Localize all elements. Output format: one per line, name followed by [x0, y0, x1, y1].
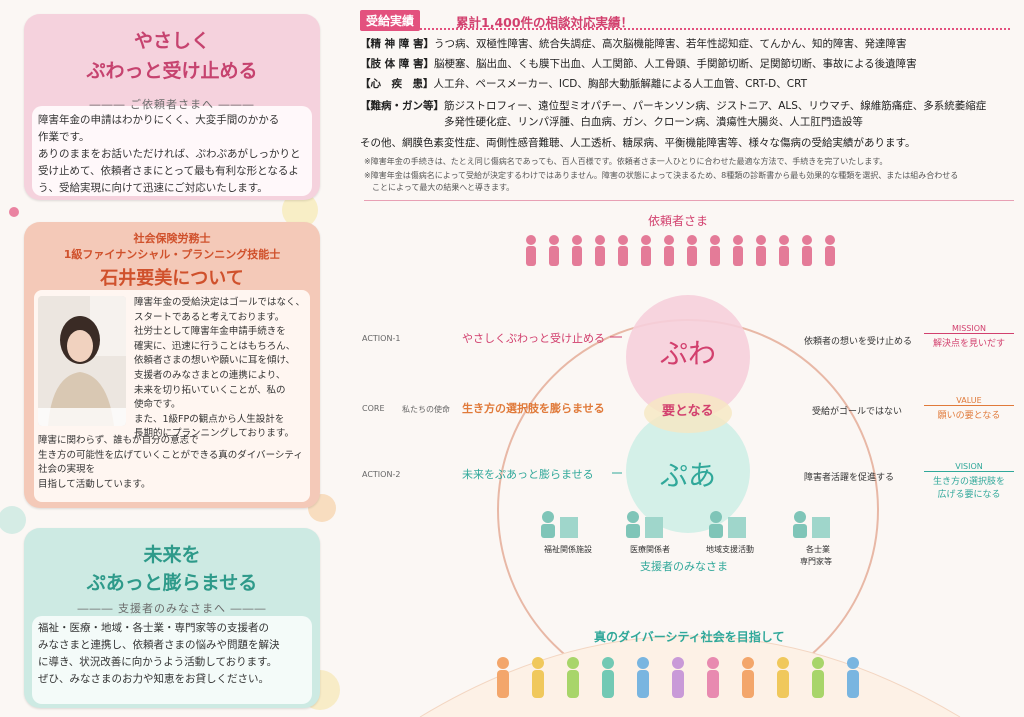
- profile-text: 障害年金の受給決定はゴールではなく、 スタートであると考えております。 社労士と…: [134, 297, 306, 440]
- category-heart: 【心 疾 患】人工弁、ペースメーカー、ICD、胸部大動脈解離による人工血管、CR…: [360, 78, 808, 90]
- other-conditions: その他、網膜色素変性症、両側性感音難聴、人工透析、糖尿病、平衡機能障害等、様々な…: [360, 137, 916, 149]
- category-intractable: 【難病・ガン等】筋ジストロフィー、遠位型ミオパチー、パーキンソン病、ジストニア、…: [360, 100, 987, 112]
- category-intractable-cont: 多発性硬化症、リンパ浮腫、白血病、ガン、クローン病、潰瘍性大腸炎、人工肛門造設等: [444, 116, 863, 128]
- card-title-line2: ぷわっと受け止める: [86, 60, 258, 82]
- profile-role2: 1級ファイナンシャル・プランニング技能士: [63, 248, 281, 261]
- card-for-supporters: 未来を ぷあっと膨らませる ――― 支援者のみなさまへ ――― 福祉・医療・地域…: [24, 528, 320, 708]
- core-tag: CORE: [362, 404, 385, 413]
- note-2: ※障害年金は傷病名によって受給が決定するわけではありません。障害の状態によって決…: [364, 171, 959, 180]
- achievements-lead: 累計1,400件の相談対応実績！: [456, 15, 634, 30]
- supporter-welfare: 福祉関係施設: [544, 545, 592, 554]
- action2-text: 未来をぷあっと膨らませる: [462, 468, 594, 481]
- core-small: 私たちの使命: [402, 405, 450, 414]
- card-title-line2: ぷあっと膨らませる: [86, 572, 258, 594]
- diversity-goal: 真のダイバーシティ社会を目指して: [594, 630, 785, 644]
- profile-photo: [38, 296, 126, 426]
- action1-text: やさしくぷわっと受け止める: [462, 332, 605, 345]
- puwa-label: ぷわ: [660, 337, 717, 370]
- profile-role: 社会保険労務士: [133, 232, 211, 245]
- concept-diagram: [419, 235, 961, 717]
- supporter-medical: 医療関係者: [630, 545, 670, 554]
- action1-tag: ACTION-1: [362, 334, 401, 343]
- value-box: VALUE 願いの要となる: [924, 396, 1014, 421]
- card-title-line1: 未来を: [143, 544, 201, 566]
- vision-box: VISION 生き方の選択肢を 広げる要になる: [924, 462, 1014, 500]
- card-subtitle: ――― 支援者のみなさまへ ―――: [77, 602, 267, 615]
- kaname-label: 要となる: [662, 404, 714, 419]
- supporter-professionals: 各士業: [806, 545, 830, 554]
- card-subtitle: ――― ご依頼者さまへ ―――: [89, 98, 255, 111]
- card-profile: 社会保険労務士 1級ファイナンシャル・プランニング技能士 石井要美について 障害…: [24, 222, 320, 508]
- right-text-2: 受給がゴールではない: [812, 407, 903, 417]
- right-text-1: 依頼者の想いを受け止める: [804, 337, 913, 347]
- card-body-text: 障害年金の申請はわかりにくく、大変手間のかかる 作業です。 ありのままをお話いた…: [38, 114, 301, 194]
- right-text-3: 障害者活躍を促進する: [804, 473, 895, 483]
- clients-label: 依頼者さま: [648, 214, 709, 228]
- section-divider: [364, 200, 1014, 201]
- category-limb: 【肢 体 障 害】脳梗塞、脳出血、くも膜下出血、人工関節、人工骨頭、手関節切断、…: [360, 58, 917, 70]
- profile-text-bottom: 障害に関わらず、誰もが自分の意志で 生き方の可能性を広げていくことができる真のダ…: [38, 435, 303, 490]
- card-for-clients: やさしく ぷわっと受け止める ――― ご依頼者さまへ ――― 障害年金の申請はわ…: [24, 14, 320, 200]
- card-title-line1: やさしく: [133, 30, 210, 52]
- card-body-panel: [32, 106, 312, 196]
- achievements-badge: 受給実績: [360, 10, 421, 31]
- mission-box: MISSION 解決点を見いだす: [924, 324, 1014, 349]
- action2-tag: ACTION-2: [362, 470, 401, 479]
- profile-name: 石井要美について: [100, 268, 244, 289]
- card-body-text: 福祉・医療・地域・各士業・専門家等の支援者の みなさまと連携し、依頼者さまの悩み…: [38, 622, 280, 685]
- category-mental: 【精 神 障 害】うつ病、双極性障害、統合失調症、高次脳機能障害、若年性認知症、…: [360, 38, 907, 50]
- note-1: ※障害年金の手続きは、たとえ同じ傷病名であっても、百人百様です。依頼者さま一人ひ…: [364, 157, 888, 166]
- supporters-label: 支援者のみなさま: [640, 560, 728, 573]
- note-3: ことによって最大の結果へと導きます。: [372, 183, 515, 192]
- achievements-header: 受給実績 累計1,400件の相談対応実績！: [360, 10, 633, 31]
- card-body-panel: [32, 616, 312, 704]
- pua-label: ぷあ: [660, 459, 717, 492]
- core-text: 生き方の選択肢を膨らませる: [462, 402, 605, 415]
- dotted-divider: [360, 28, 1010, 30]
- supporter-experts: 専門家等: [800, 557, 832, 566]
- supporter-community: 地域支援活動: [706, 545, 754, 554]
